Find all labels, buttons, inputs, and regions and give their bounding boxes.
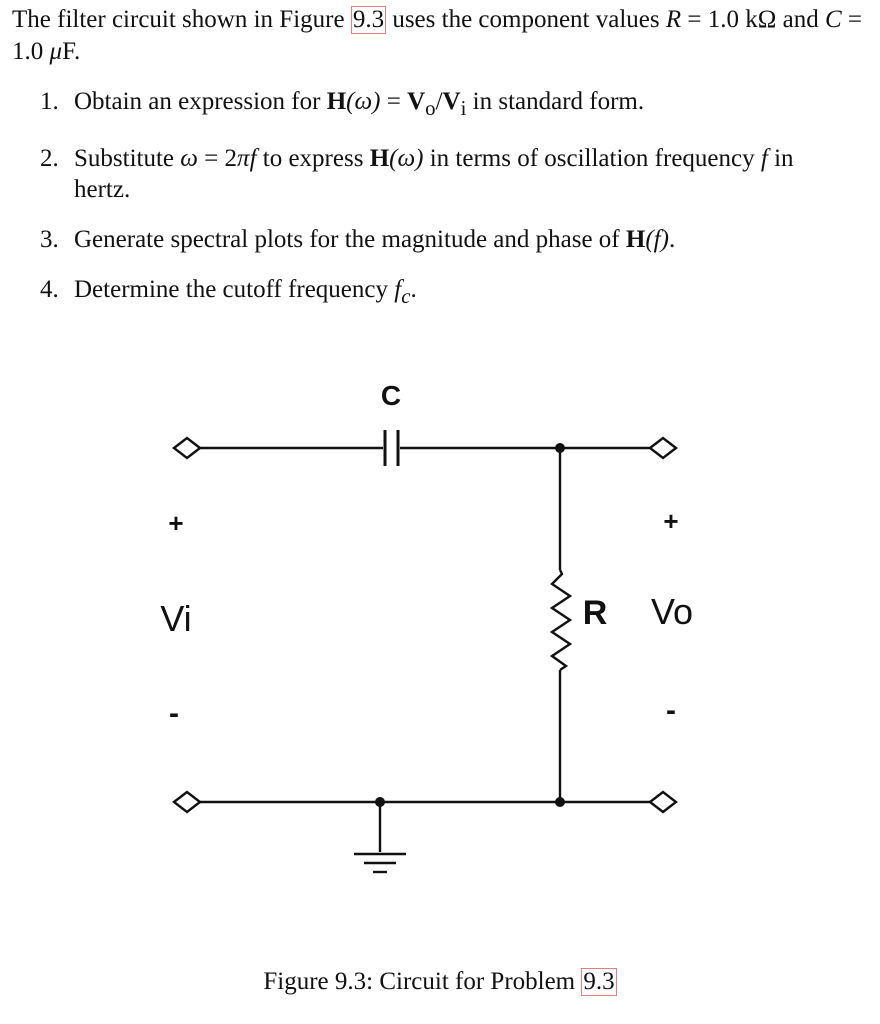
problem-item-1: 1. Obtain an expression for H(ω) = Vo/Vi…	[40, 86, 840, 124]
output-voltage-label: Vo	[651, 591, 693, 632]
problem-item-3: 3. Generate spectral plots for the magni…	[40, 224, 840, 255]
capacitor-label: C	[381, 380, 401, 411]
ground-symbol	[354, 852, 406, 874]
problem-list: 1. Obtain an expression for H(ω) = Vo/Vi…	[40, 86, 840, 331]
input-minus-sign: -	[169, 697, 179, 730]
capacitor-symbol: C	[824, 6, 842, 33]
figure-reference-link[interactable]: 9.3	[350, 6, 387, 34]
resistor-symbol-shape	[549, 569, 573, 671]
caption-reference-link[interactable]: 9.3	[581, 968, 617, 996]
intro-text-3: and	[776, 6, 825, 33]
resistor-label: R	[583, 594, 608, 632]
problem-intro: The filter circuit shown in Figure 9.3 u…	[12, 4, 868, 68]
problem-number: 2.	[40, 145, 59, 172]
figure-caption: Figure 9.3: Circuit for Problem 9.3	[0, 966, 880, 998]
circuit-wires	[187, 446, 650, 852]
problem-text: Determine the cutoff frequency fc.	[74, 276, 417, 308]
problem-item-2: 2. Substitute ω = 2πf to express H(ω) in…	[40, 143, 840, 205]
capacitor-unit: F.	[62, 38, 81, 65]
resistor-symbol: R	[665, 6, 682, 33]
output-bottom-terminal	[648, 790, 678, 814]
problem-text: Generate spectral plots for the magnitud…	[74, 226, 676, 253]
input-bottom-terminal	[172, 790, 202, 814]
resistor-value: = 1.0 kΩ	[681, 6, 777, 33]
output-minus-sign: -	[666, 694, 676, 727]
problem-text: Substitute ω = 2πf to express H(ω) in te…	[74, 145, 794, 203]
intro-text-2: uses the component values	[386, 6, 666, 33]
capacitor-value: = 1.0	[12, 6, 862, 65]
caption-text: Figure 9.3: Circuit for Problem	[263, 968, 582, 995]
input-top-terminal	[172, 436, 202, 460]
input-plus-sign: +	[168, 508, 183, 538]
rc-circuit-diagram: C R + + - - Vi Vo	[160, 380, 693, 874]
terminal-nodes	[172, 436, 678, 814]
problem-text: Obtain an expression for H(ω) = Vo/Vi in…	[74, 88, 645, 120]
capacitor-unit-prefix: μ	[49, 38, 63, 65]
problem-number: 4.	[40, 276, 59, 303]
output-top-terminal	[648, 436, 678, 460]
problem-number: 3.	[40, 226, 59, 253]
intro-text-1: The filter circuit shown in Figure	[12, 6, 351, 33]
capacitor-symbol-shape	[383, 430, 400, 466]
problem-item-4: 4. Determine the cutoff frequency fc.	[40, 274, 840, 312]
output-plus-sign: +	[663, 506, 678, 536]
input-voltage-label: Vi	[160, 598, 191, 639]
problem-number: 1.	[40, 88, 59, 115]
junction-dots	[375, 443, 565, 807]
